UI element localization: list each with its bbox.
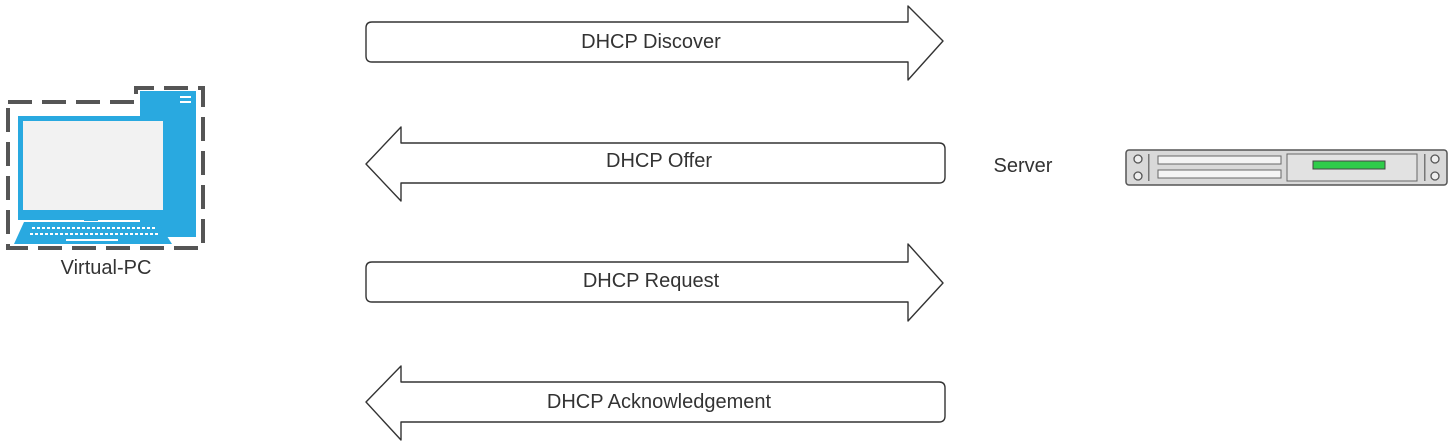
monitor-screen [23, 121, 163, 210]
desktop-computer-icon [6, 86, 205, 250]
dashed-frame [6, 86, 205, 250]
client-label: Virtual-PC [61, 257, 152, 279]
rack-server-icon [1125, 149, 1448, 186]
message-arrow-offer: DHCP Offer [365, 126, 946, 202]
message-arrow-discover: DHCP Discover [365, 5, 944, 81]
message-label: DHCP Offer [606, 150, 712, 172]
message-arrow-acknowledgement: DHCP Acknowledgement [365, 365, 946, 441]
message-label: DHCP Discover [581, 31, 721, 53]
server-label: Server [994, 155, 1053, 177]
arrow-right-shape [365, 5, 944, 81]
message-arrow-request: DHCP Request [365, 243, 944, 322]
arrow-left-shape [365, 365, 946, 441]
arrow-left-shape [365, 126, 946, 202]
message-label: DHCP Acknowledgement [547, 391, 772, 413]
message-label: DHCP Request [583, 270, 720, 292]
server-led [1312, 160, 1386, 170]
arrow-right-shape [365, 243, 944, 322]
